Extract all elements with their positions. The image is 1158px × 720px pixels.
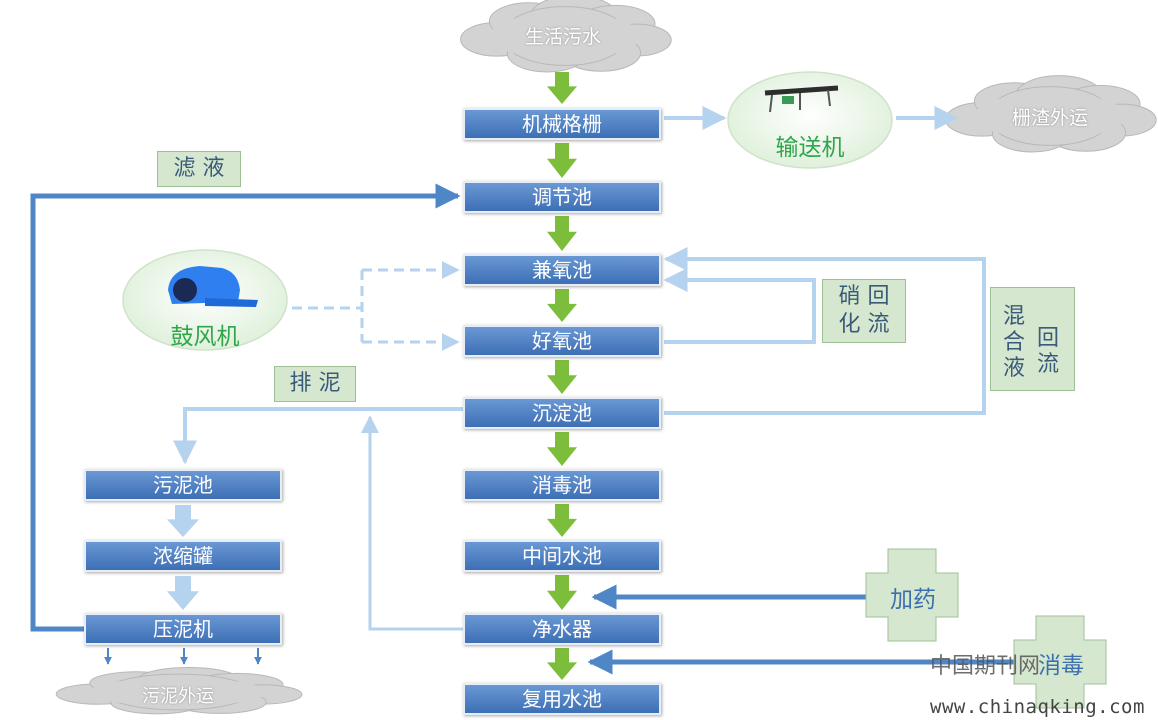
aerobic-tank-box: 好氧池	[463, 325, 661, 357]
main-flow-arrow-3	[547, 289, 577, 322]
conveyor-ellipse	[727, 71, 893, 169]
sedimentation-tank-box: 沉淀池	[463, 397, 661, 429]
filtrate-label: 滤 液	[157, 151, 241, 187]
filtrate-return-line	[30, 183, 461, 632]
main-flow-arrow-5	[547, 432, 577, 466]
mixed-liquor-right-column: 回 流	[1035, 326, 1061, 378]
source-cloud	[460, 0, 672, 73]
thickener-box: 浓缩罐	[84, 540, 282, 572]
watermark-journal: 中国期刊网	[930, 654, 1041, 679]
dosing-label: 加药	[890, 587, 936, 613]
main-flow-arrow-2	[547, 216, 577, 251]
main-flow-arrow-8	[547, 648, 577, 680]
mixed-liquor-return-line	[663, 247, 986, 415]
disinfect-cross	[1013, 615, 1107, 709]
sludge-discharge-line	[173, 407, 463, 465]
thickener-to-press-arrow	[167, 576, 199, 610]
sludge-out-cloud	[55, 667, 303, 715]
source-cloud-label: 生活污水	[524, 26, 601, 48]
disinfection-tank-box: 消毒池	[463, 469, 661, 501]
intermediate-tank-box: 中间水池	[463, 540, 661, 572]
nitrification-return-line-1: 硝 回	[838, 284, 890, 309]
main-flow-arrow-6	[547, 504, 577, 537]
anoxic-tank-box: 兼氧池	[463, 254, 661, 286]
sludge-discharge-label: 排 泥	[274, 366, 356, 402]
conveyor-label: 输送机	[775, 135, 845, 161]
nitrification-return-line	[663, 268, 816, 344]
mixed-liquor-char-1: 混	[1002, 304, 1025, 329]
mixed-liquor-char-2: 合	[1002, 330, 1025, 355]
sludge-out-cloud-label: 污泥外运	[142, 686, 214, 707]
watermark-url: www.chinaqking.com	[930, 696, 1145, 718]
water-purifier-box: 净水器	[463, 613, 661, 645]
screenings-out-cloud-label: 栅渣外运	[1011, 107, 1088, 129]
mixed-liquor-left-column: 混 合 液	[1001, 304, 1027, 382]
disinfect-label: 消毒	[1038, 653, 1084, 679]
blower-label: 鼓风机	[170, 324, 240, 350]
screenings-out-cloud	[945, 75, 1157, 153]
sludge-tank-box: 污泥池	[84, 469, 282, 501]
reuse-tank-box: 复用水池	[463, 683, 661, 715]
purifier-return-line	[361, 415, 463, 631]
main-flow-arrow-1	[547, 143, 577, 178]
dosing-cross	[865, 548, 959, 642]
main-flow-arrow-7	[547, 575, 577, 610]
mixed-liquor-char-5: 流	[1036, 352, 1059, 377]
main-flow-arrow-4	[547, 360, 577, 394]
screen-box: 机械格栅	[463, 108, 661, 140]
equalization-tank-box: 调节池	[463, 181, 661, 213]
sludge-press-box: 压泥机	[84, 613, 282, 645]
mixed-liquor-char-4: 回	[1036, 326, 1059, 351]
source-to-screen-arrow	[547, 72, 577, 104]
nitrification-return-line-2: 化 流	[838, 312, 890, 337]
conveyor-icon	[764, 85, 839, 113]
mixed-liquor-char-3: 液	[1002, 356, 1025, 381]
blower-icon	[168, 266, 258, 307]
mixed-liquor-return-label: 混 合 液 回 流	[990, 287, 1075, 391]
nitrification-return-label: 硝 回 化 流	[822, 279, 906, 343]
sludge-tank-to-thickener-arrow	[167, 505, 199, 537]
